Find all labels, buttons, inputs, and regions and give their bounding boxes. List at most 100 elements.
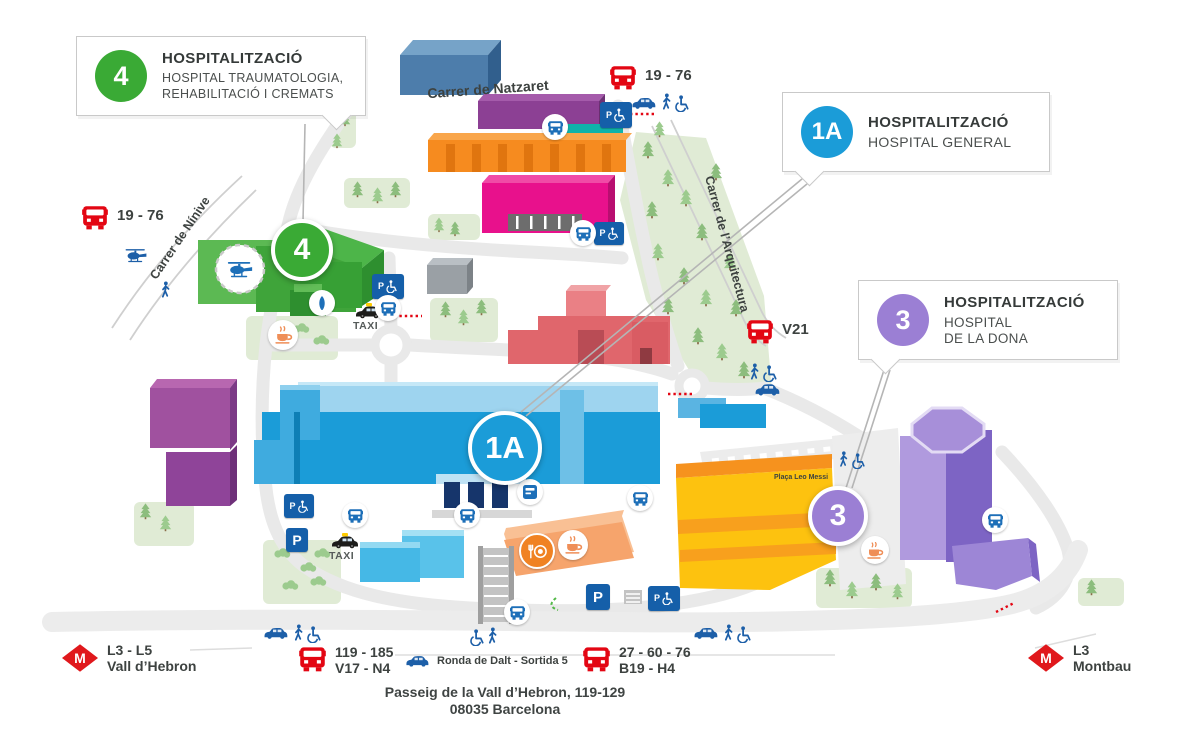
cafeteria-marker [861, 536, 889, 564]
bus-stop-marker [570, 220, 596, 246]
car-icon [404, 655, 430, 667]
callout-hospital-1a: 1A HOSPITALITZACIÓ HOSPITAL GENERAL [782, 92, 1050, 187]
bus-icon [299, 644, 326, 673]
accessible-parking-sign: P [648, 586, 680, 611]
stairs-small [624, 590, 642, 604]
metro-logo-letter: M [74, 650, 86, 666]
callout-hospital-3: 3 HOSPITALITZACIÓ HOSPITAL DE LA DONA [858, 280, 1118, 375]
parking-sign: P [286, 528, 308, 552]
callout-line: REHABILITACIÓ I CREMATS [162, 86, 334, 101]
bus-routes: 119 - 185 [335, 644, 394, 660]
roundabout-west [370, 324, 412, 366]
bus-routes: V17 - N4 [335, 660, 391, 676]
metro-station-name: Vall d’Hebron [107, 658, 197, 674]
address-line: Passeig de la Vall d’Hebron, 119-129 [384, 684, 626, 700]
callout-title: HOSPITALITZACIÓ [162, 50, 303, 67]
bus-stop-southwest: 119 - 185 V17 - N4 [299, 644, 393, 676]
building-light-blue-lower [360, 530, 464, 582]
metro-lines: L3 [1073, 642, 1090, 658]
hospital-4-badge: 4 [95, 50, 147, 102]
building-east-blue-blocks [678, 398, 766, 428]
parking-letter: P [592, 588, 603, 606]
bus-icon [747, 317, 773, 345]
callout-title: HOSPITALITZACIÓ [944, 294, 1085, 311]
hospital-3-badge: 3 [877, 294, 929, 346]
bus-stop-west: 19 - 76 [82, 203, 164, 231]
building-gray [427, 258, 473, 294]
metro-station-vall-dhebron: M L3 - L5 Vall d’Hebron [62, 642, 196, 674]
campus-address: Passeig de la Vall d’Hebron, 119-129 080… [305, 684, 705, 718]
crosswalk-marks [394, 112, 1015, 614]
map-badge-4: 4 [271, 219, 333, 281]
parking-letter: P [377, 281, 384, 291]
street-label-placa-leo-messi: Plaça Leo Messi [773, 474, 829, 481]
bus-routes: B19 - H4 [619, 660, 676, 676]
parking-letter: P [599, 228, 606, 238]
taxi-label: TAXI [329, 550, 355, 562]
parking-letter: P [292, 532, 302, 548]
parking-letter: P [653, 593, 660, 603]
bus-icon [583, 644, 610, 673]
car-icon [632, 97, 656, 109]
bus-icon [610, 63, 636, 91]
praying-hands-icon [315, 295, 329, 311]
bus-icon [381, 300, 396, 317]
metro-station-name: Montbau [1073, 658, 1132, 674]
building-salmon-complex [508, 285, 670, 364]
parking-letter: P [289, 500, 296, 511]
accessible-parking-sign: P [594, 222, 624, 245]
coffee-icon [866, 542, 884, 559]
bus-routes: V21 [782, 321, 809, 338]
bus-stop-v21: V21 [747, 317, 809, 345]
building-3-yellow [676, 454, 836, 590]
bus-routes: 19 - 76 [117, 207, 164, 224]
metro-logo-letter: M [1040, 650, 1052, 666]
coffee-icon [564, 536, 583, 554]
helipad [214, 243, 266, 295]
bus-stop-southeast: 27 - 60 - 76 B19 - H4 [583, 644, 691, 676]
accessible-parking-sign: P [600, 102, 632, 128]
bus-icon [576, 225, 591, 242]
callout-title: HOSPITALITZACIÓ [868, 113, 1009, 131]
map-badge-1a: 1A [468, 411, 542, 485]
bus-stop-marker [627, 485, 653, 511]
taxi-label: TAXI [353, 320, 379, 332]
bus-icon [348, 507, 363, 524]
pedestrian-icon [161, 281, 170, 298]
bus-stop-marker [454, 502, 480, 528]
restaurant-marker [519, 533, 555, 569]
bus-icon [82, 203, 108, 231]
callout-line: DE LA DONA [944, 330, 1029, 346]
metro-lines: L3 - L5 [107, 642, 153, 658]
pedestrian-icon [662, 93, 671, 110]
hospital-1a-badge: 1A [801, 106, 853, 158]
bus-stop-marker [982, 507, 1008, 533]
bus-icon [460, 507, 475, 524]
building-purple-tower [900, 406, 1040, 590]
ticket-machine-icon [522, 484, 538, 500]
metro-icon: M [62, 644, 98, 672]
coffee-icon [274, 326, 293, 344]
helicopter-icon [124, 248, 148, 263]
bus-stop-marker [375, 295, 401, 321]
bus-routes: 19 - 76 [645, 67, 692, 84]
chapel-marker [309, 290, 335, 316]
cafeteria-marker [558, 530, 588, 560]
callout-line: HOSPITAL TRAUMATOLOGIA, [162, 71, 344, 85]
address-line: 08035 Barcelona [449, 701, 561, 717]
callout-line: HOSPITAL GENERAL [868, 133, 1012, 150]
building-1a-general [254, 382, 660, 518]
bus-stop-marker [342, 502, 368, 528]
parking-letter: P [605, 109, 612, 120]
bus-routes: 27 - 60 - 76 [619, 644, 691, 660]
bus-icon [548, 119, 563, 136]
ronda-exit: Ronda de Dalt - Sortida 5 [404, 655, 568, 667]
drive-arrow [550, 597, 559, 611]
ticket-machine-marker [517, 479, 543, 505]
bus-icon [510, 604, 525, 621]
building-steel-blue [400, 40, 501, 95]
bus-icon [633, 490, 648, 507]
wheelchair-icon [298, 500, 309, 513]
